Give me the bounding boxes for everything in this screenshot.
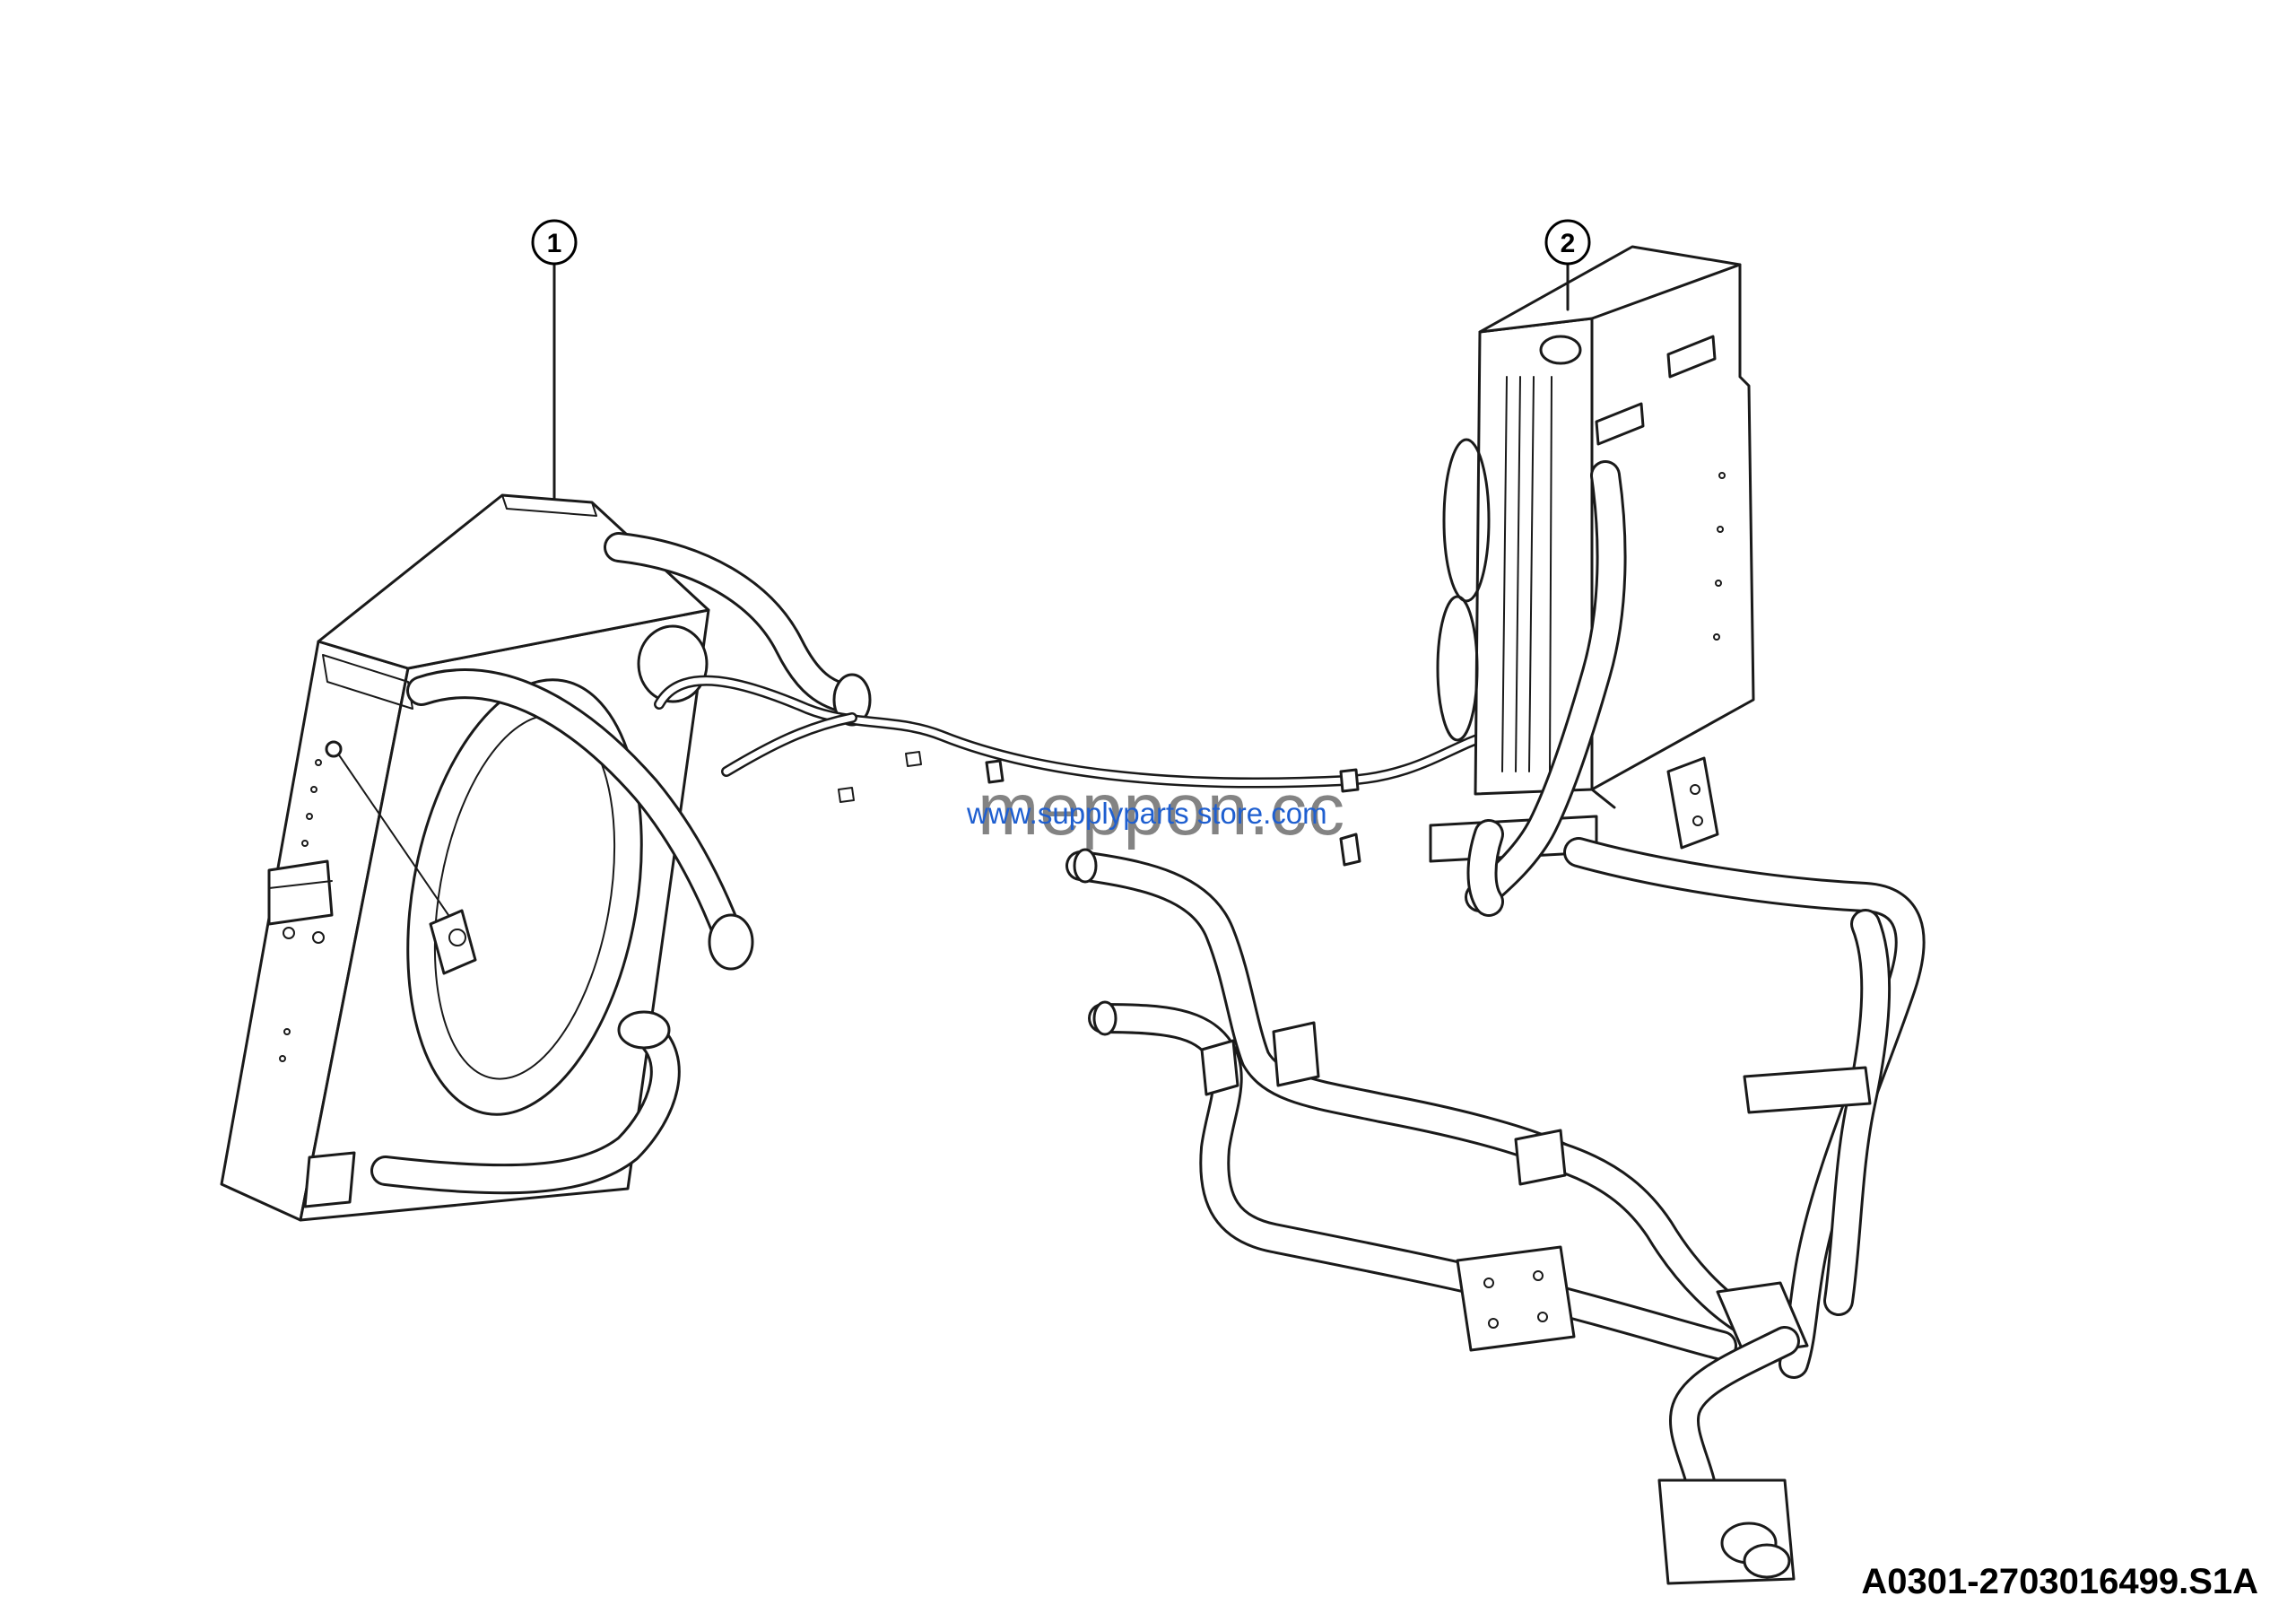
watermark-secondary: www.supplyparts store.com (967, 797, 1327, 830)
callout-2: 2 (1544, 219, 1591, 311)
radiator-assembly (220, 493, 710, 1222)
cooler-pipes (1465, 460, 1926, 1379)
callout-2-label: 2 (1561, 229, 1576, 258)
upper-radiator-hose (406, 532, 872, 971)
callout-1-label: 1 (547, 229, 562, 258)
lower-radiator-hose (370, 1010, 681, 1195)
overflow-hose (654, 675, 1494, 867)
heater-valve-assembly (1657, 1326, 1800, 1585)
lower-tube-harness (1065, 848, 1809, 1361)
drawing-id: A0301-2703016499.S1A (1861, 1562, 2258, 1601)
callout-1: 1 (531, 219, 578, 500)
watermark-primary: meppon.cc (978, 769, 1346, 850)
